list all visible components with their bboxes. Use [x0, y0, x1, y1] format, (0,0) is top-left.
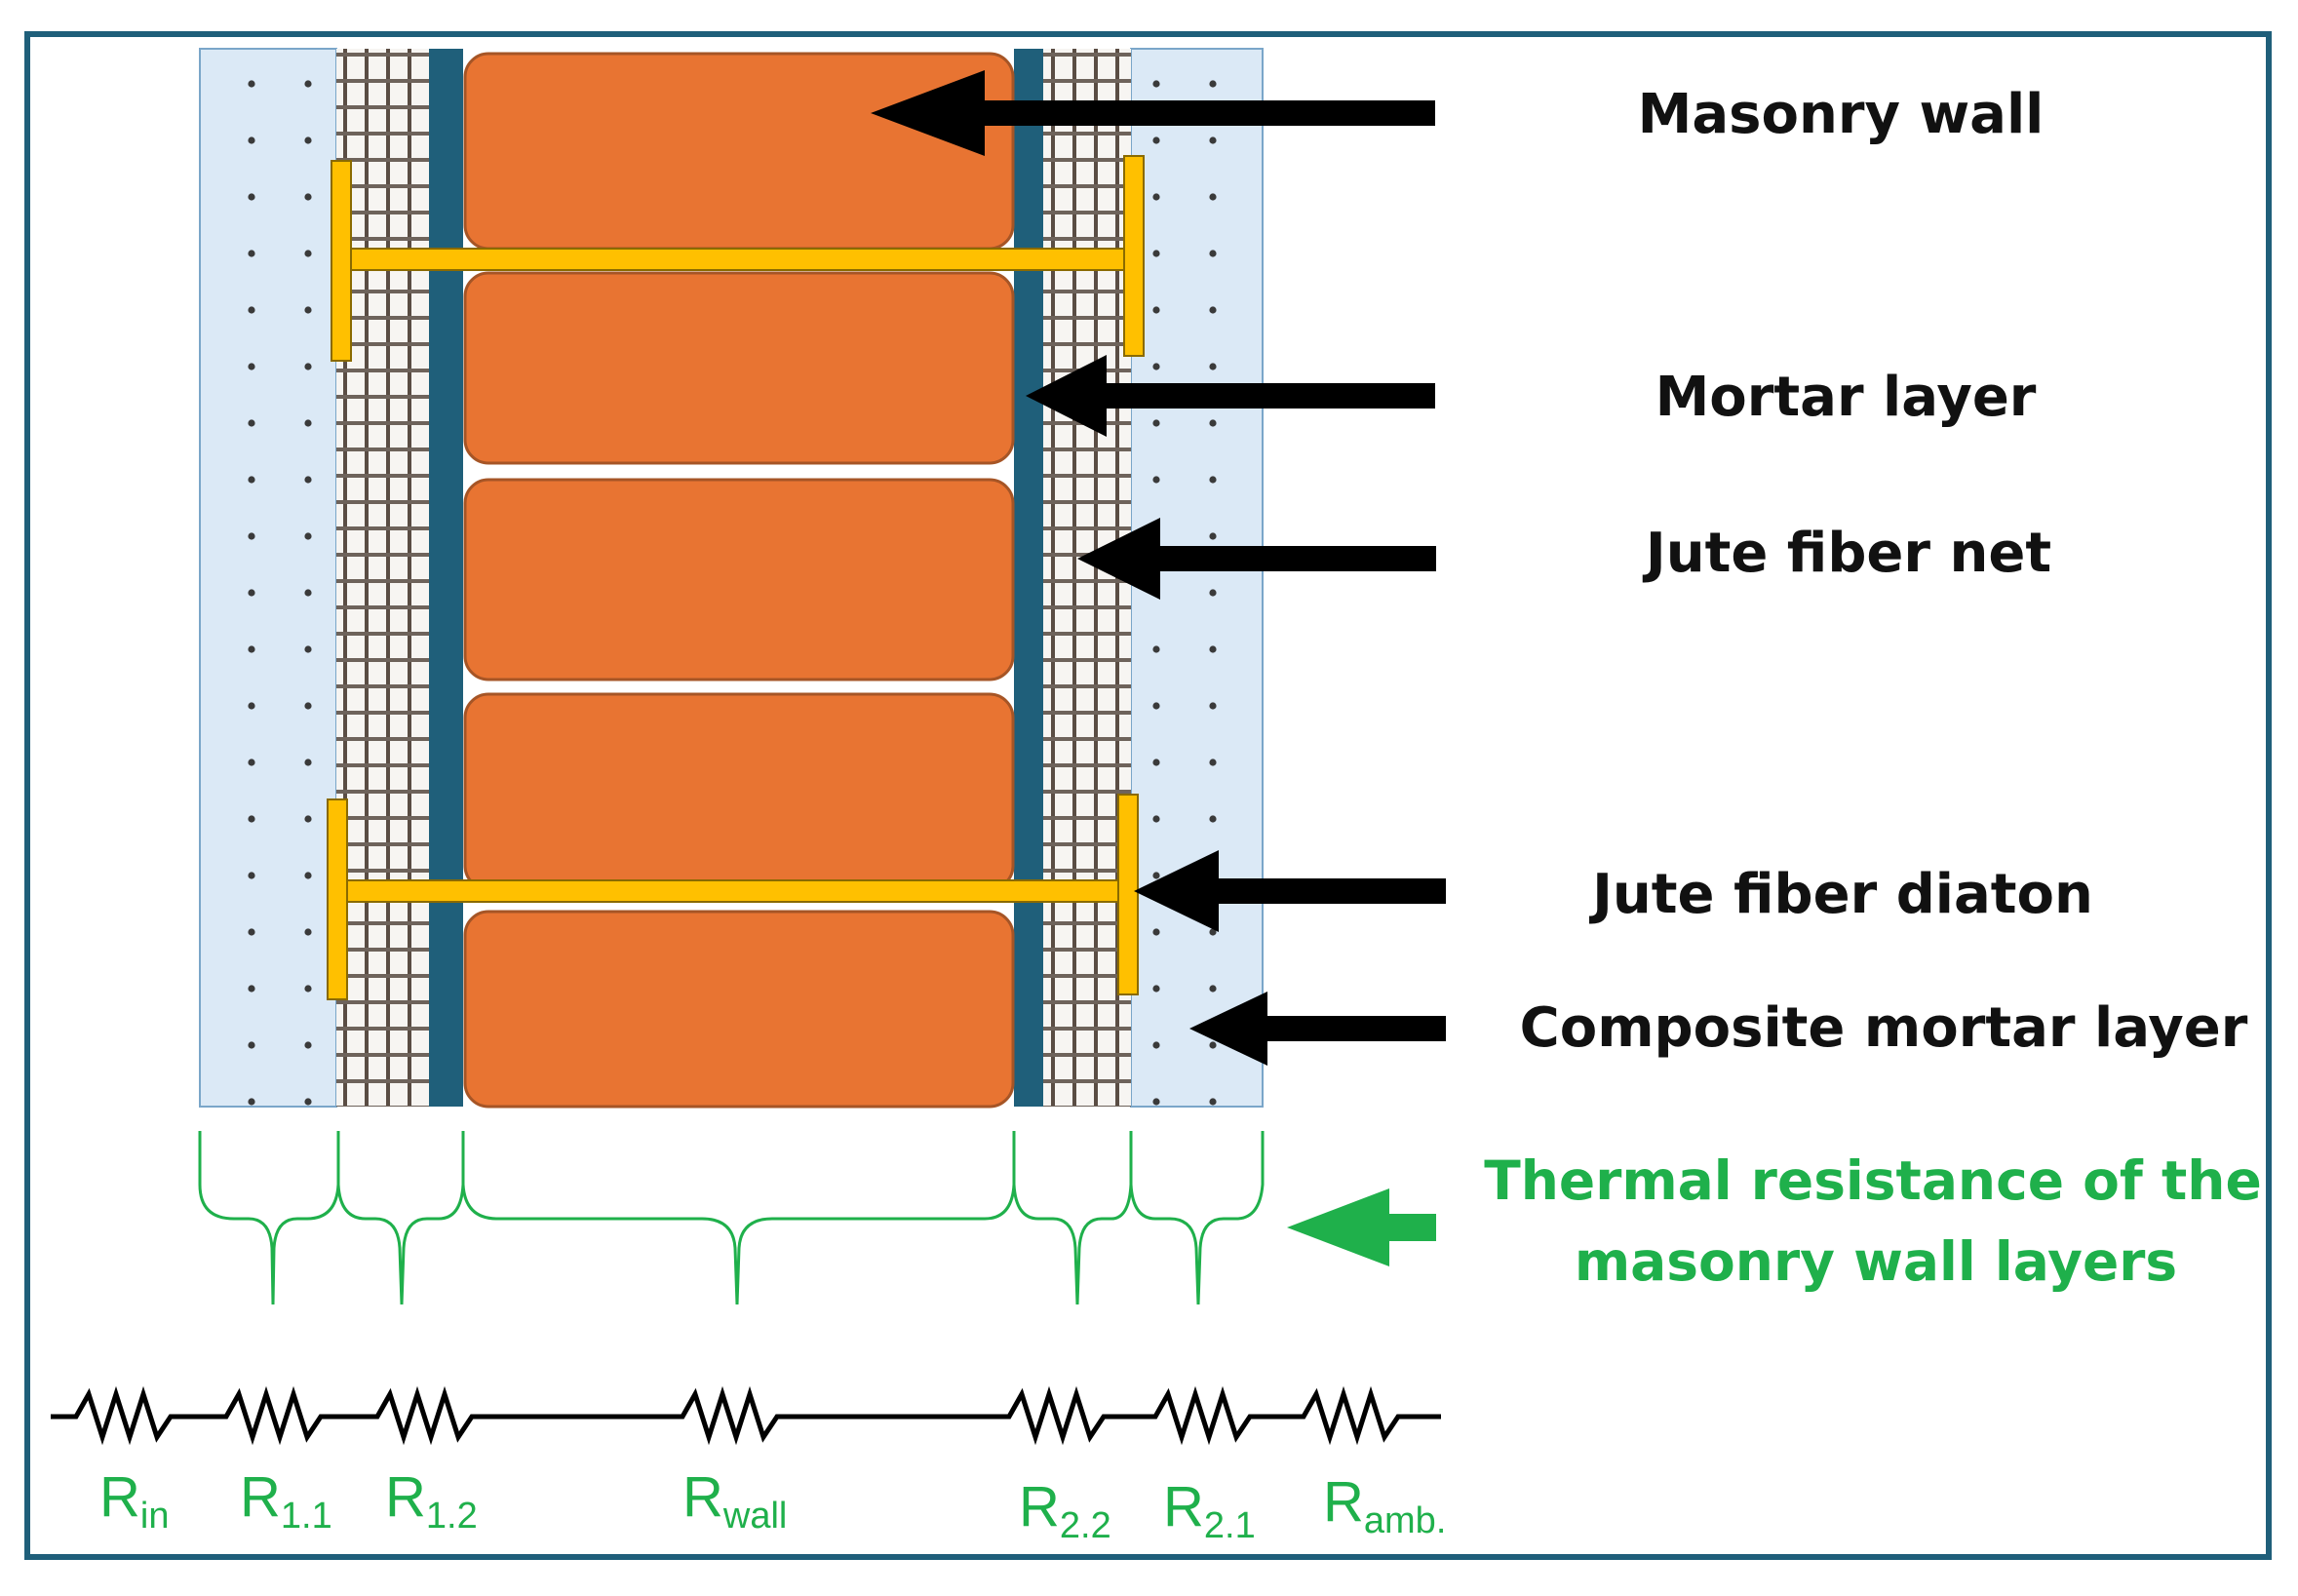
resistor-label-r-2-2: R2.2 [1019, 1475, 1111, 1546]
brace-r-1-1 [336, 1131, 465, 1305]
label-masonry-wall: Masonry wall [1638, 83, 2045, 146]
resistor-label-r-amb: Ramb. [1323, 1470, 1446, 1541]
resistor-label-r-1-2: R1.2 [385, 1465, 478, 1537]
brick [463, 692, 1015, 891]
brace-group [198, 1131, 1265, 1305]
resistor-label-r-wall: Rwall [682, 1465, 787, 1537]
arrow-masonry-wall [871, 70, 1435, 156]
label-mortar-layer: Mortar layer [1655, 366, 2037, 429]
brick [463, 271, 1015, 465]
label-thermal-resistance-line2: masonry wall layers [1575, 1230, 2177, 1293]
arrow-thermal-resistance [1287, 1188, 1436, 1266]
jute-fiber-diaton-upper [331, 155, 1145, 362]
arrow-jute-fiber-net [1077, 518, 1436, 600]
arrow-jute-fiber-diaton [1134, 850, 1446, 932]
mortar-layer-right [1014, 49, 1043, 1107]
mortar-layer-left [429, 49, 463, 1107]
label-composite-mortar-layer: Composite mortar layer [1520, 996, 2248, 1060]
brace-r-2-1 [1129, 1131, 1265, 1305]
composite-mortar-dots-left [200, 49, 336, 1107]
resistor-chain [51, 1385, 1441, 1446]
label-jute-fiber-net: Jute fiber net [1642, 522, 2051, 585]
label-thermal-resistance-line1: Thermal resistance of the [1484, 1149, 2262, 1212]
jute-fiber-diaton-lower [327, 794, 1139, 1000]
arrow-mortar-layer [1026, 355, 1435, 437]
label-jute-fiber-diaton: Jute fiber diaton [1588, 863, 2093, 926]
brick [463, 910, 1015, 1109]
resistor-label-r-in: Rin [99, 1465, 169, 1537]
brick [463, 478, 1015, 681]
brick [463, 52, 1015, 251]
brace-r-2-2 [1012, 1131, 1133, 1305]
resistor-label-r-2-1: R2.1 [1163, 1475, 1256, 1546]
brace-r-in [198, 1131, 340, 1305]
brace-r-wall [461, 1131, 1016, 1305]
resistor-label-r-1-1: R1.1 [240, 1465, 332, 1537]
arrow-composite-mortar-layer [1189, 992, 1446, 1066]
